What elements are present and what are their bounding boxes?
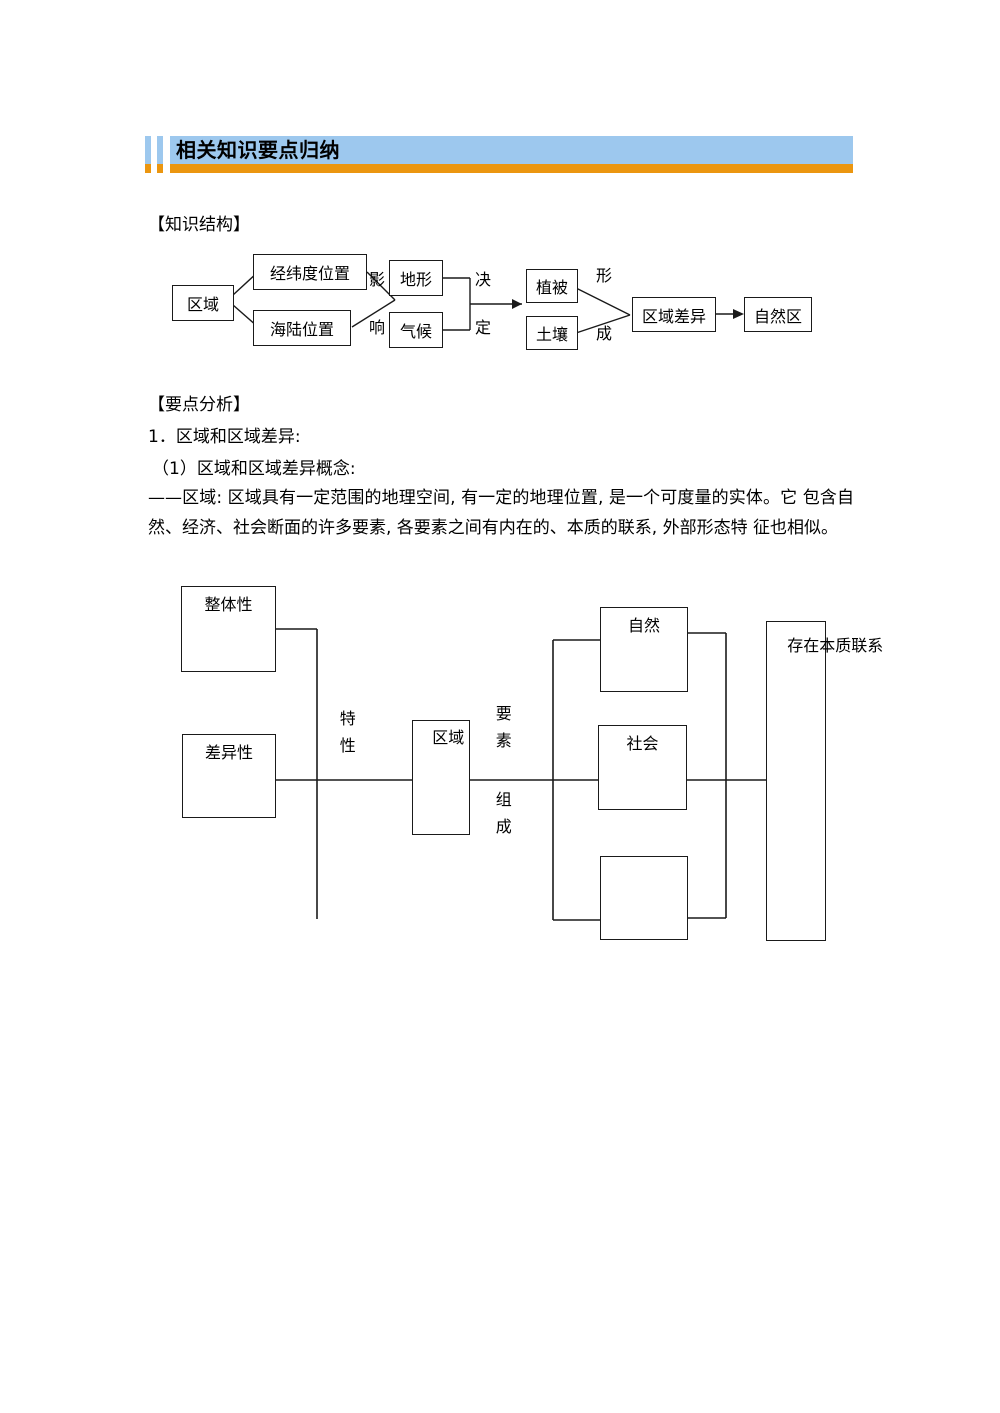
node-climate: 气候 <box>389 312 443 348</box>
node-social: 社会 <box>598 725 687 810</box>
list-item-1-1: （1）区域和区域差异概念: <box>152 459 356 479</box>
section-banner: 相关知识要点归纳 <box>145 136 853 180</box>
node-wholeness: 整体性 <box>181 586 276 672</box>
node-vegetation: 植被 <box>526 269 578 303</box>
label-characteristic-1: 特 <box>339 709 356 728</box>
banner-accent-bar-1-orange <box>145 164 151 173</box>
label-form-1: 形 <box>596 266 613 285</box>
composition-connectors <box>275 628 767 921</box>
node-difference: 差异性 <box>182 734 276 818</box>
label-element-2: 素 <box>495 731 512 750</box>
label-element-1: 要 <box>495 704 512 723</box>
section-title: 相关知识要点归纳 <box>176 138 340 162</box>
label-influence-1: 影 <box>369 270 386 289</box>
banner-accent-bar-2-orange <box>157 164 163 173</box>
knowledge-structure-heading: 【知识结构】 <box>148 215 250 235</box>
banner-underline <box>170 164 853 173</box>
list-item-1: 1．区域和区域差异: <box>148 427 301 447</box>
label-compose-1: 组 <box>495 790 512 809</box>
label-compose-2: 成 <box>495 817 512 836</box>
node-lat-lon-position: 经纬度位置 <box>253 254 367 290</box>
label-element: 要素 <box>495 700 513 754</box>
node-land-sea-position: 海陆位置 <box>253 310 351 346</box>
node-blank <box>600 856 688 940</box>
node-natural-region: 自然区 <box>744 297 812 332</box>
node-landform: 地形 <box>389 260 443 296</box>
label-characteristic: 特性 <box>339 705 357 759</box>
banner-accent-bar-1 <box>145 136 151 164</box>
node-essential-connection: 存在本质联系 <box>766 621 884 941</box>
label-influence-2: 响 <box>369 318 386 337</box>
banner-accent-bar-2 <box>157 136 163 164</box>
node-essential-connection-label: 存在本质联系 <box>787 636 884 655</box>
label-form-2: 成 <box>596 324 613 343</box>
node-region-center-label: 区域 <box>432 728 465 747</box>
banner-background <box>170 136 853 164</box>
node-soil: 土壤 <box>526 316 578 350</box>
node-region: 区域 <box>172 285 234 321</box>
label-compose: 组成 <box>495 786 513 840</box>
label-determine-1: 决 <box>475 270 492 289</box>
node-region-center: 区域 <box>412 720 470 835</box>
key-analysis-heading: 【要点分析】 <box>148 395 250 415</box>
region-definition-paragraph: ——区域: 区域具有一定范围的地理空间, 有一定的地理位置, 是一个可度量的实体… <box>148 488 854 538</box>
node-natural: 自然 <box>600 607 688 692</box>
label-determine-2: 定 <box>475 318 492 337</box>
node-regional-difference: 区域差异 <box>632 297 716 332</box>
label-characteristic-2: 性 <box>339 736 356 755</box>
